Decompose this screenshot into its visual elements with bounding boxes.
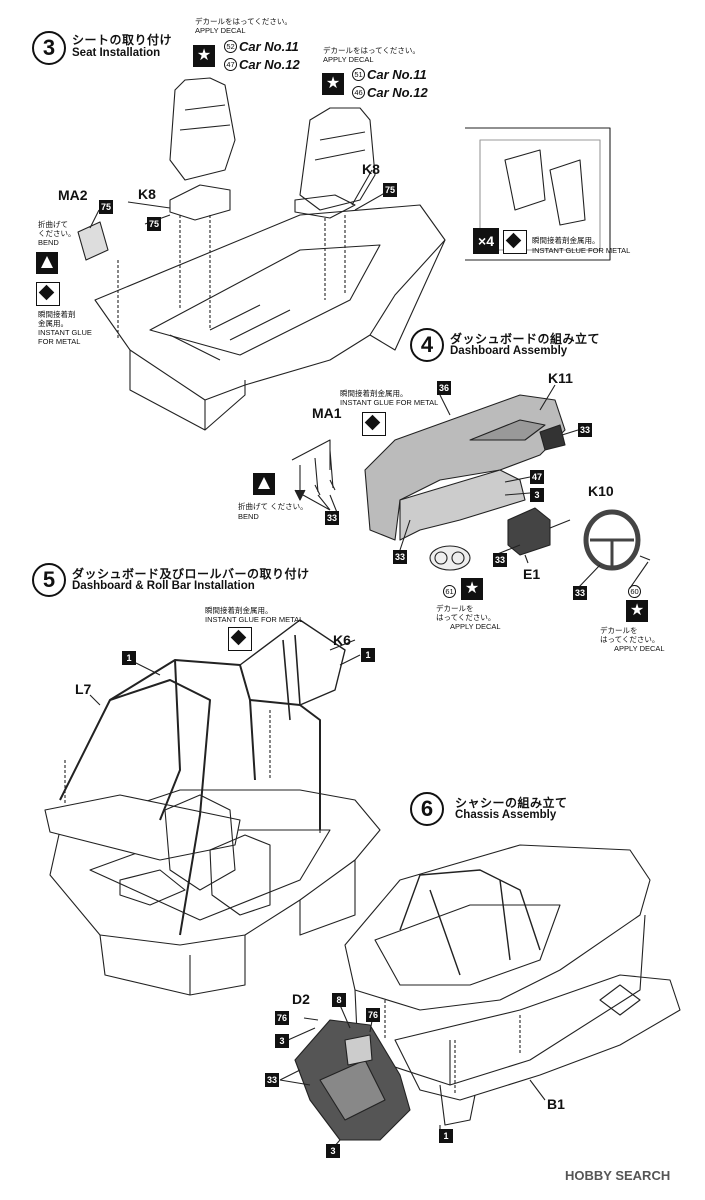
decal-number-wrap: 61 [443,583,458,601]
step-number-3: 3 [32,31,66,65]
part-number: 3 [530,488,544,502]
part-number: 33 [325,511,339,525]
part-label-k8: K8 [362,161,380,177]
part-number: 8 [332,993,346,1007]
decal-number: 60 [628,585,641,599]
bend-note-en: BEND [238,512,259,521]
part-label-b1: B1 [547,1096,565,1112]
part-number: 1 [439,1129,453,1143]
decal-star-icon: ★ [626,600,648,622]
decal-number: 47 [224,58,237,72]
part-number: 1 [361,648,375,662]
car-number-label: Car No.11 [367,67,427,82]
bend-icon [253,473,275,495]
decal-note-en: APPLY DECAL [195,26,246,35]
part-number: 33 [393,550,407,564]
decal-note-jp: デカールを はってください。 [436,604,496,622]
car-number-label: Car No.11 [239,39,299,54]
decal-number: 61 [443,585,456,599]
step-number-6: 6 [410,792,444,826]
glue-icon [36,282,60,306]
decal-star-icon: ★ [193,45,215,67]
decal-number: 51 [352,68,365,82]
part-label-k8: K8 [138,186,156,202]
step-title-en-4: Dashboard Assembly [450,345,568,357]
part-number: 75 [383,183,397,197]
car-number-label: Car No.12 [239,57,300,72]
decal-note-jp: デカールをはってください。 [195,17,292,26]
decal-note-en: APPLY DECAL [450,622,501,631]
part-number: 1 [122,651,136,665]
step-number-4: 4 [410,328,444,362]
step-title-en-3: Seat Installation [72,47,161,59]
part-label-k10: K10 [588,483,614,499]
part-number: 3 [275,1034,289,1048]
part-number: 36 [437,381,451,395]
part-label-e1: E1 [523,566,541,582]
part-label-k6: K6 [333,632,351,648]
glue-note-jp: 瞬間接着剤金属用。 [205,606,273,615]
glue-note-en: INSTANT GLUE FOR METAL [532,246,631,255]
quantity-badge: ×4 [473,228,499,254]
step-number-5: 5 [32,563,66,597]
glue-note-en: INSTANT GLUE FOR METAL [38,328,92,346]
part-number: 75 [99,200,113,214]
step-title-en-6: Chassis Assembly [455,809,557,821]
step-title-jp-5: ダッシュボード及びロールバーの取り付け [72,567,310,581]
part-number: 33 [265,1073,279,1087]
decal-number: 46 [352,86,365,100]
bend-note-en: BEND [38,238,59,247]
part-number: 33 [493,553,507,567]
glue-note-jp: 瞬間接着剤金属用。 [532,236,600,245]
glue-icon [228,627,252,651]
part-number: 3 [326,1144,340,1158]
glue-note-en: INSTANT GLUE FOR METAL [340,398,439,407]
decal-star-icon: ★ [461,578,483,600]
part-label-d2: D2 [292,991,310,1007]
part-number: 33 [573,586,587,600]
part-label-ma1: MA1 [312,405,342,421]
glue-note-en: INSTANT GLUE FOR METAL [205,615,304,624]
decal-number: 52 [224,40,237,54]
part-label-l7: L7 [75,681,92,697]
glue-note-jp: 瞬間接着剤金属用。 [340,389,408,398]
car-number-label: Car No.12 [367,85,428,100]
bend-note-jp: 折曲げて ください。 [238,502,308,511]
watermark: HOBBY SEARCH [565,1168,671,1183]
part-label-ma2: MA2 [58,187,88,203]
decal-note-en: APPLY DECAL [323,55,374,64]
part-number: 75 [147,217,161,231]
part-number: 76 [366,1008,380,1022]
step-title-jp-4: ダッシュボードの組み立て [450,332,601,346]
glue-icon [503,230,527,254]
bend-icon [36,252,58,274]
decal-note-en: APPLY DECAL [614,644,665,653]
part-label-k11: K11 [548,370,573,386]
step-title-jp-6: シャシーの組み立て [455,796,568,810]
step-title-jp-3: シートの取り付け [72,33,173,47]
part-number: 76 [275,1011,289,1025]
glue-note-jp: 瞬間接着剤 金属用。 [38,310,76,328]
decal-star-icon: ★ [322,73,344,95]
bend-note-jp: 折曲げて ください。 [38,220,76,238]
decal-note-jp: デカールを はってください。 [600,626,660,644]
glue-icon [362,412,386,436]
part-number: 47 [530,470,544,484]
step-title-en-5: Dashboard & Roll Bar Installation [72,580,255,592]
decal-number-wrap: 60 [628,583,643,601]
part-number: 33 [578,423,592,437]
decal-note-jp: デカールをはってください。 [323,46,420,55]
